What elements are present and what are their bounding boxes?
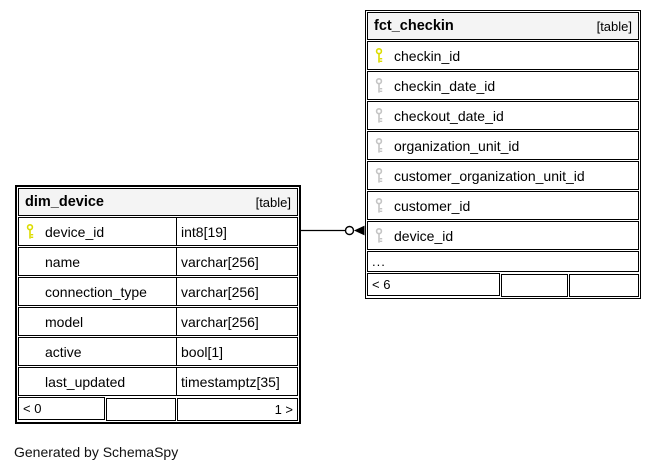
foreign-key-icon: [375, 228, 383, 243]
column-name: organization_unit_id: [394, 137, 520, 154]
footer-cell-empty: [106, 398, 176, 421]
column-row-active: active bool[1]: [18, 337, 298, 366]
column-type: varchar[256]: [176, 278, 297, 305]
column-name: checkout_date_id: [394, 107, 504, 124]
foreign-key-icon: [375, 78, 383, 93]
column-type: bool[1]: [176, 338, 297, 365]
column-row-name: name varchar[256]: [18, 247, 298, 276]
column-name: name: [45, 253, 81, 270]
column-row-device-id-fct: device_id: [367, 221, 639, 250]
column-row-checkout-date-id: checkout_date_id: [367, 101, 639, 130]
table-name[interactable]: dim_device: [25, 194, 104, 210]
column-name: connection_type: [45, 283, 147, 300]
footer-cell-empty: [501, 274, 568, 297]
column-name: checkin_id: [394, 47, 461, 64]
foreign-key-icon: [375, 138, 383, 153]
table-header-fct-checkin[interactable]: fct_checkin [table]: [367, 12, 639, 40]
column-row-connection-type: connection_type varchar[256]: [18, 277, 298, 306]
column-name: model: [45, 313, 84, 330]
zero-or-one-circle-marker: [344, 225, 355, 236]
column-row-checkin-date-id: checkin_date_id: [367, 71, 639, 100]
table-footer-fct: < 6: [367, 273, 639, 297]
primary-key-icon: [26, 224, 34, 239]
foreign-key-icon: [375, 198, 383, 213]
foreign-key-icon: [375, 108, 383, 123]
table-node-dim-device: dim_device [table] device_id int8[19] na…: [15, 185, 301, 424]
column-name: device_id: [45, 223, 105, 240]
column-row-device-id-dim: device_id int8[19]: [18, 217, 298, 246]
column-name: active: [45, 343, 82, 360]
footer-children-count: 1 >: [177, 398, 298, 421]
column-row-last-updated: last_updated timestamptz[35]: [18, 367, 298, 396]
column-type: timestamptz[35]: [176, 368, 297, 395]
primary-key-icon: [375, 48, 383, 63]
column-row-customer-id: customer_id: [367, 191, 639, 220]
column-row-organization-unit-id: organization_unit_id: [367, 131, 639, 160]
arrowhead-marker: [354, 225, 365, 236]
column-name: checkin_date_id: [394, 77, 496, 94]
column-name: customer_id: [394, 197, 471, 214]
ellipsis-label: ...: [372, 254, 386, 269]
fk-relationship-connector: [301, 225, 365, 236]
column-type: varchar[256]: [176, 308, 297, 335]
table-node-fct-checkin: fct_checkin [table] checkin_id checkin_d…: [365, 10, 641, 299]
column-row-model: model varchar[256]: [18, 307, 298, 336]
column-name: last_updated: [45, 373, 126, 390]
more-columns-row: ...: [367, 251, 639, 272]
footer-relations-count: < 6: [367, 273, 500, 296]
table-name[interactable]: fct_checkin: [374, 18, 454, 34]
column-name: device_id: [394, 227, 454, 244]
column-name: customer_organization_unit_id: [394, 167, 585, 184]
footer-cell-empty: [569, 274, 639, 297]
column-type: int8[19]: [176, 218, 297, 245]
column-row-customer-organization-unit-id: customer_organization_unit_id: [367, 161, 639, 190]
table-type-badge: [table]: [596, 18, 632, 34]
column-type: varchar[256]: [176, 248, 297, 275]
footer-parents-count: < 0: [18, 397, 105, 420]
generated-by-credit: Generated by SchemaSpy: [14, 444, 179, 460]
column-row-checkin-id: checkin_id: [367, 41, 639, 70]
foreign-key-icon: [375, 168, 383, 183]
table-header-dim-device[interactable]: dim_device [table]: [18, 188, 298, 216]
table-footer-dim: < 0 1 >: [18, 397, 298, 421]
table-type-badge: [table]: [255, 194, 291, 210]
